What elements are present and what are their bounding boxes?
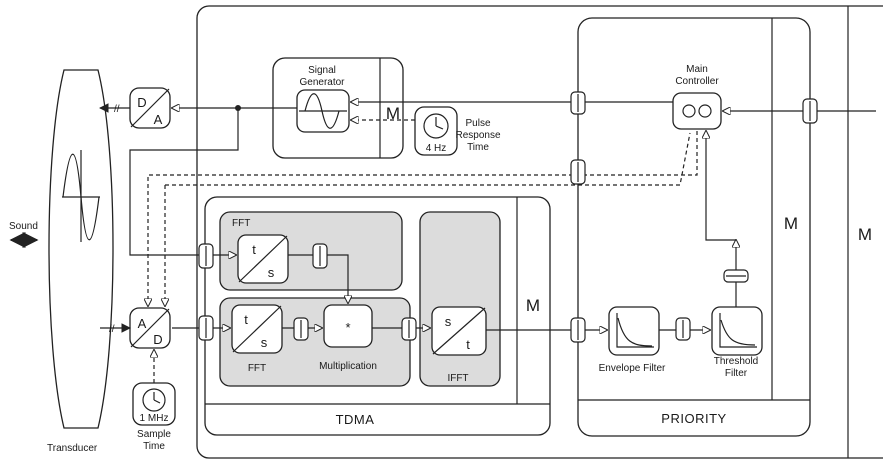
pulse-clock-value: 4 Hz	[426, 143, 447, 154]
ifft-group: s t IFFT	[419, 211, 501, 387]
pulse-line3: Time	[467, 142, 489, 153]
tdma-label: TDMA	[336, 412, 375, 427]
ad-top-label: A	[138, 316, 147, 331]
main-controller-line2: Controller	[675, 76, 719, 87]
signal-generator-line2: Generator	[299, 77, 345, 88]
main-controller-line1: Main	[686, 64, 708, 75]
fft-bottom-s: s	[261, 335, 268, 350]
transducer: Transducer	[47, 69, 114, 454]
connections	[129, 102, 876, 330]
controller-gear-icon-2	[698, 104, 712, 118]
multiplication-label: Multiplication	[319, 361, 377, 372]
signal-generator: Signal Generator M	[272, 57, 404, 159]
sample-time-line1: Sample	[137, 429, 171, 440]
sound-io: Sound	[9, 221, 39, 248]
fft-bottom-label: FFT	[248, 363, 266, 374]
priority-m: M	[784, 214, 798, 233]
pulse-clock: 4 Hz Pulse Response Time	[414, 106, 501, 156]
threshold-line1: Threshold	[714, 356, 758, 367]
pulse-line2: Response	[455, 130, 500, 141]
da-converter: D A	[129, 87, 171, 129]
fft-top-s: s	[268, 265, 275, 280]
pulse-line1: Pulse	[465, 118, 490, 129]
ad-bus-mark: //	[109, 324, 115, 335]
sine-wave-icon	[304, 93, 340, 129]
clock-icon	[423, 113, 449, 139]
envelope-filter: Envelope Filter	[599, 306, 666, 374]
main-controller: Main Controller	[672, 64, 722, 130]
clock-icon	[142, 388, 166, 412]
ad-bottom-label: D	[153, 332, 162, 347]
da-bus-mark: //	[114, 104, 120, 115]
da-top-label: D	[137, 95, 146, 110]
sample-clock-value: 1 MHz	[140, 413, 169, 424]
ifft-label: IFFT	[447, 373, 468, 384]
sample-time-line2: Time	[143, 441, 165, 452]
tdma-m: M	[526, 296, 540, 315]
port-connectors	[198, 91, 818, 343]
controller-gear-icon	[682, 104, 696, 118]
sine-wave-icon	[62, 154, 100, 240]
priority-label: PRIORITY	[661, 411, 726, 426]
sample-clock: 1 MHz Sample Time	[132, 382, 176, 452]
multiply-symbol: *	[345, 320, 350, 335]
threshold-line2: Filter	[725, 368, 748, 379]
transducer-label: Transducer	[47, 443, 98, 454]
ifft-s: s	[445, 314, 452, 329]
da-bottom-label: A	[154, 112, 163, 127]
signal-generator-line1: Signal	[308, 65, 336, 76]
fft-top-t: t	[252, 242, 256, 257]
envelope-filter-label: Envelope Filter	[599, 363, 666, 374]
fft-multiplication-group: t s FFT * Multiplication	[219, 297, 411, 387]
fft-bottom-t: t	[244, 312, 248, 327]
fft-top-group: FFT t s	[219, 211, 403, 291]
fft-top-label: FFT	[232, 218, 250, 229]
sound-label: Sound	[9, 221, 38, 232]
outer-m-label: M	[858, 225, 872, 244]
threshold-filter: Threshold Filter	[711, 306, 763, 379]
signal-generator-m: M	[386, 104, 400, 123]
ad-converter: A D	[129, 307, 171, 349]
ifft-t: t	[466, 337, 470, 352]
